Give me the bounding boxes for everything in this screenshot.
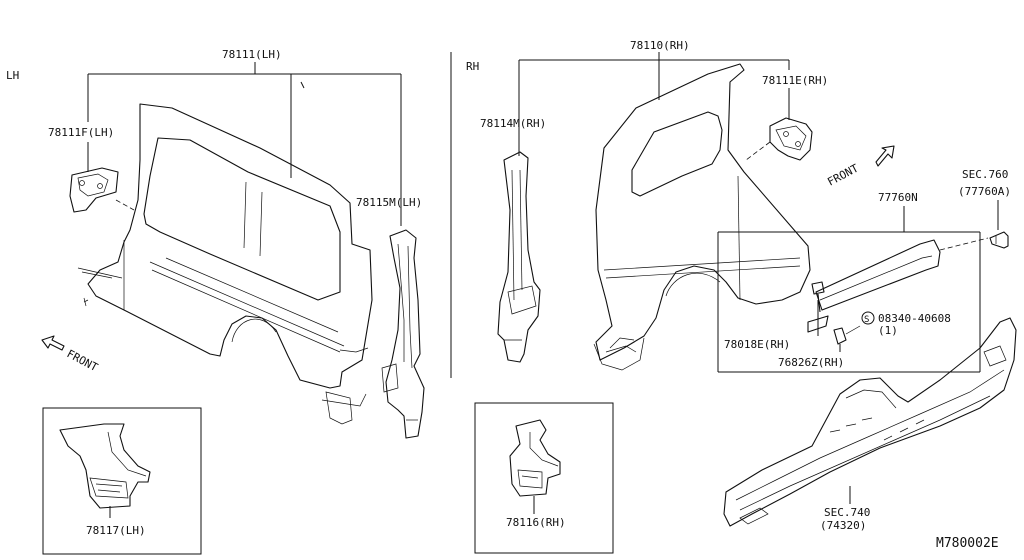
section-label-lh: LH <box>6 69 19 82</box>
section-label-rh: RH <box>466 60 479 73</box>
part-76826z-bracket <box>807 315 861 352</box>
front-label-rh: FRONT <box>825 161 861 188</box>
leader-78110 <box>518 52 790 156</box>
part-sec740-sill <box>723 317 1017 527</box>
part-78018e-bolt <box>811 281 825 336</box>
label-78018e-rh: 78018E(RH) <box>724 338 790 351</box>
label-sec740: SEC.740 <box>824 506 870 519</box>
part-78110-rh-side-panel <box>593 63 811 371</box>
part-78116-wheel-arch-extension <box>509 419 561 497</box>
label-76826z-rh: 76826Z(RH) <box>778 356 844 369</box>
label-78111-lh: 78111(LH) <box>222 48 282 61</box>
part-78111f-bracket <box>69 142 135 213</box>
detail-box-78117 <box>42 407 202 555</box>
label-78114m-rh: 78114M(RH) <box>480 117 546 130</box>
part-77760n-molding <box>815 237 989 311</box>
label-78116-rh: 78116(RH) <box>506 516 566 529</box>
part-78111e-bracket <box>745 117 813 161</box>
part-78115m-pillar <box>381 229 425 439</box>
leader-78111 <box>87 62 402 226</box>
part-78111-lh-side-panel <box>77 103 373 425</box>
bolt-symbol-icon: S <box>861 311 875 325</box>
label-bolt-qty: (1) <box>878 324 898 337</box>
front-label-lh: FRONT <box>65 347 101 374</box>
front-arrow-icon <box>875 145 895 167</box>
front-arrow-icon <box>41 335 65 351</box>
label-sec760-ref: (77760A) <box>958 185 1011 198</box>
label-78115m-lh: 78115M(LH) <box>356 196 422 209</box>
label-78117-lh: 78117(LH) <box>86 524 146 537</box>
label-78110-rh: 78110(RH) <box>630 39 690 52</box>
label-77760n: 77760N <box>878 191 918 204</box>
diagram-id: M780002E <box>936 536 999 551</box>
part-78117-wheel-arch-extension <box>59 423 151 509</box>
label-78111e-rh: 78111E(RH) <box>762 74 828 87</box>
part-78114m-pillar <box>497 151 541 363</box>
part-clip-77760a <box>989 200 1009 249</box>
label-sec760: SEC.760 <box>962 168 1008 181</box>
bolt-symbol-letter: S <box>864 315 869 325</box>
detail-box-78116 <box>474 402 614 554</box>
label-bolt-08340: 08340-40608 <box>878 312 951 325</box>
label-sec740-ref: (74320) <box>820 519 866 532</box>
label-78111f-lh: 78111F(LH) <box>48 126 114 139</box>
